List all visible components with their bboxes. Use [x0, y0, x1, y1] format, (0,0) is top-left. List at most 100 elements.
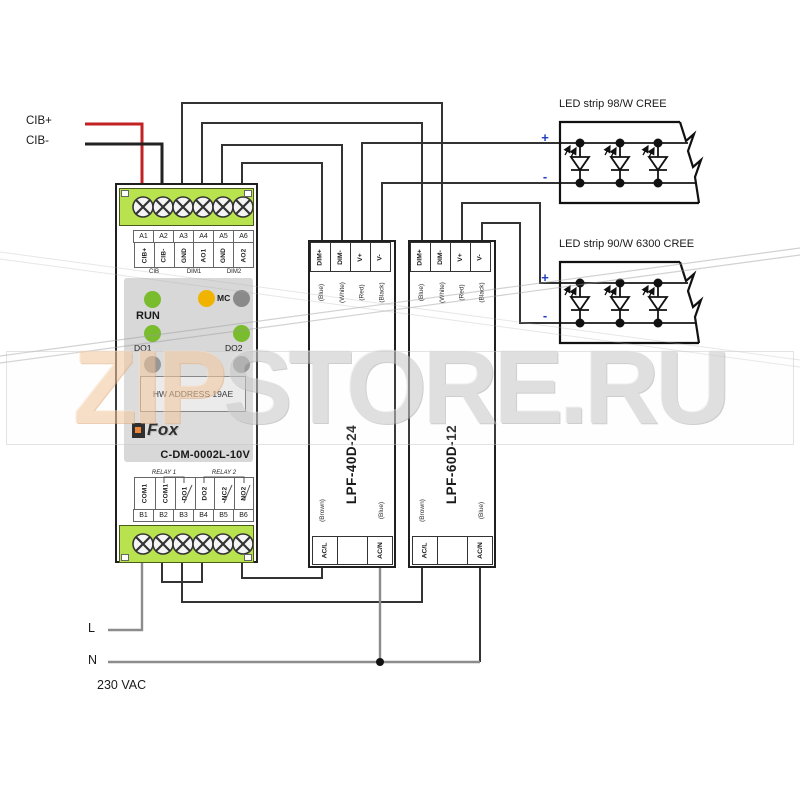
strip1-outline	[558, 120, 699, 205]
wire-psu2-vplus-to-strip2-plus	[461, 202, 688, 284]
terminal-dim-minus: DIM-	[430, 242, 451, 272]
mounting-clip	[244, 190, 252, 197]
wire-b6-to-psu1-acl	[241, 561, 323, 579]
line-label: L	[88, 621, 95, 635]
led-icon	[643, 139, 667, 188]
terminal-dim-plus: DIM+	[410, 242, 431, 272]
mounting-clip	[121, 190, 129, 197]
strip1-minus-label: -	[542, 169, 548, 184]
relay2-label: RELAY 2	[211, 470, 237, 476]
wire-color-label: (White)	[438, 281, 446, 303]
terminal-label: AO1	[193, 243, 213, 267]
relay-contact-symbols	[163, 476, 251, 504]
terminal-ac-l: AC/L	[312, 536, 338, 565]
terminal-label: COM1	[134, 478, 155, 509]
do1-led-icon	[144, 325, 161, 342]
cib-plus-label: CIB+	[26, 115, 52, 127]
do1-off-led-icon	[144, 356, 161, 373]
strip2-minus-label: -	[542, 308, 548, 323]
psu-lpf-40d-24: DIM+ DIM- V+ V- (Blue) (White) (Red) (Bl…	[308, 240, 396, 568]
wire-ao2-a6-to-psu1-dim-plus	[241, 162, 323, 242]
strip2-label: LED strip 90/W 6300 CREE	[559, 238, 695, 250]
group-label-dim2: DIM2	[226, 269, 242, 275]
psu1-top-terminals: DIM+ DIM- V+ V-	[310, 242, 393, 272]
wire-color-label: (Blue)	[378, 501, 386, 519]
terminal-label: DO1	[175, 478, 194, 509]
relay1-label: RELAY 1	[151, 470, 177, 476]
wire-b3-to-psu2-acl	[181, 561, 423, 603]
wire-color-label: (Black)	[378, 281, 386, 303]
fox-logo: Fox	[132, 420, 179, 440]
led-icon	[643, 279, 667, 328]
mounting-clip	[121, 554, 129, 561]
terminal-ac-n: AC/N	[467, 536, 493, 565]
dimmer-module: A1 A2 A3 A4 A5 A6 CIB+ CIB- GND AO1 GND …	[115, 183, 258, 563]
terminal-code: B4	[193, 509, 214, 522]
neutral-label: N	[88, 653, 98, 667]
relay2-switch-icon	[223, 484, 233, 504]
wire-color-label: (Blue)	[418, 283, 426, 301]
terminal-codes-top: A1 A2 A3 A4 A5 A6	[133, 230, 254, 243]
module-model-label: C-DM-0002L-10V	[160, 449, 250, 461]
mounting-clip	[244, 554, 252, 561]
terminal-labels-bottom: COM1 COM1 DO1 DO2 NC2 NO2	[134, 477, 254, 509]
strip2-outline	[558, 260, 699, 345]
terminal-label: AO2	[233, 243, 254, 267]
wire-psu1-vminus-to-strip1-minus	[381, 182, 696, 242]
group-label-dim1: DIM1	[186, 269, 202, 275]
wire-cib-plus	[85, 122, 144, 188]
run-led-icon	[144, 291, 161, 308]
strip1-plus-label: +	[541, 130, 549, 145]
terminal-code: A2	[153, 230, 174, 243]
terminal-blank	[437, 536, 468, 565]
relay2-switch-icon	[243, 484, 251, 502]
led-icon	[565, 279, 589, 328]
terminal-dim-plus: DIM+	[310, 242, 331, 272]
terminal-label: CIB+	[134, 243, 154, 267]
terminal-code: A1	[133, 230, 154, 243]
voltage-label: 230 VAC	[97, 678, 147, 692]
terminal-label: NC2	[214, 478, 233, 509]
terminal-dim-minus: DIM-	[330, 242, 351, 272]
led-icon	[605, 279, 629, 328]
status-led-icon	[233, 290, 250, 307]
relay1-contact-icon	[163, 476, 185, 483]
terminal-label: COM1	[154, 478, 176, 509]
relay1-switch-icon	[183, 484, 193, 504]
group-label-cib: CIB	[148, 269, 159, 275]
wire-color-label: (Blue)	[318, 283, 326, 301]
psu2-top-terminals: DIM+ DIM- V+ V-	[410, 242, 493, 272]
terminal-code: B1	[133, 509, 154, 522]
strip1-label: LED strip 98/W CREE	[559, 98, 667, 110]
terminal-ac-n: AC/N	[367, 536, 393, 565]
psu-lpf-60d-12: DIM+ DIM- V+ V- (Blue) (White) (Red) (Bl…	[408, 240, 496, 568]
do2-label: DO2	[225, 343, 243, 353]
wire-psu1-vplus-to-strip1-plus	[361, 142, 688, 242]
terminal-code: A3	[173, 230, 194, 243]
module-face-panel: RUN MC DO1 DO2 HW ADDRESS 19AE Fox C-DM-…	[124, 278, 253, 462]
wire-cib-minus	[85, 142, 164, 188]
terminal-code: B2	[153, 509, 174, 522]
relay2-contact-icon	[203, 476, 245, 483]
terminal-label: NO2	[233, 478, 254, 509]
wire-color-label: (Red)	[458, 283, 466, 301]
led-icon	[565, 139, 589, 188]
terminal-code: B6	[233, 509, 254, 522]
terminal-code: A5	[213, 230, 234, 243]
terminal-ac-l: AC/L	[412, 536, 438, 565]
wire-color-label: (Red)	[358, 283, 366, 301]
strip2-break-icon	[678, 261, 704, 344]
wire-line-to-b1	[108, 561, 144, 632]
screws-top	[132, 196, 253, 218]
wire-gnd-a5-to-psu1-dim-minus	[221, 144, 343, 242]
terminal-v-plus: V+	[350, 242, 371, 272]
wire-color-label: (Blue)	[478, 501, 486, 519]
terminal-label: GND	[213, 243, 233, 267]
screws-bottom	[132, 533, 253, 555]
wire-gnd-a3-to-psu2-dim-minus	[181, 102, 443, 242]
wire-color-label: (Black)	[478, 281, 486, 303]
strip2-plus-label: +	[541, 270, 549, 285]
fox-logo-text: Fox	[147, 420, 179, 439]
